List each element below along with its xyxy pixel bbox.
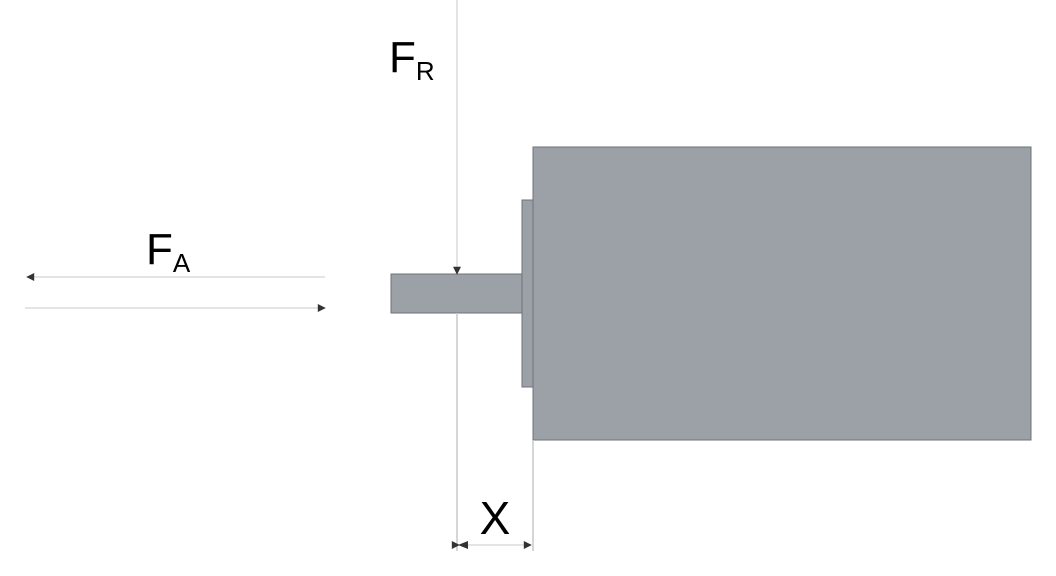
motor-shaft	[390, 273, 523, 314]
motor-flange	[521, 199, 534, 388]
motor-body	[532, 146, 1032, 441]
radial-force-label: FR	[389, 33, 435, 86]
axial-force-label: FA	[146, 225, 191, 278]
distance-label: X	[480, 492, 511, 544]
distance-arrowhead-left	[458, 541, 468, 549]
